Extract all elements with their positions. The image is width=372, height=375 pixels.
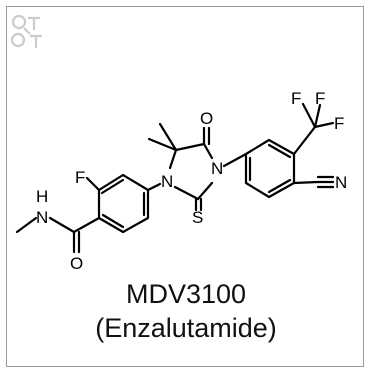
figure-frame bbox=[6, 6, 364, 367]
compound-name: (Enzalutamide) bbox=[95, 313, 277, 343]
atom-label-cf3-f1: F bbox=[291, 89, 301, 108]
n-methyl-bond bbox=[15, 216, 38, 234]
left-benzene-ring bbox=[97, 173, 150, 234]
cf3-f1-bond bbox=[301, 102, 317, 129]
atom-label-ring-n1: N bbox=[161, 172, 173, 191]
atom-label-nh-h: H bbox=[36, 187, 48, 206]
aryl-cf3-bond bbox=[292, 125, 317, 156]
faded-logo-icon bbox=[10, 14, 42, 48]
atom-label-cf3-f2: F bbox=[315, 89, 325, 108]
methyl-a-bond bbox=[147, 137, 178, 152]
aryl-n1-bond bbox=[146, 182, 162, 192]
c4-n3-bond bbox=[202, 142, 214, 160]
n3-aryl-bond bbox=[222, 152, 248, 168]
n1-c5-bond bbox=[168, 148, 178, 170]
atom-label-nitrile-n: N bbox=[335, 173, 347, 192]
aryl-cn-bond bbox=[292, 180, 320, 185]
atom-label-fluoro: F bbox=[75, 168, 85, 187]
atom-label-carbonyl-o: O bbox=[200, 109, 213, 128]
amide-c-n-bond bbox=[48, 216, 76, 234]
c-f-bond bbox=[85, 176, 101, 192]
cf3-f3-bond bbox=[313, 121, 335, 129]
cf3-f2-bond bbox=[313, 103, 322, 129]
atom-label-ring-n3: N bbox=[211, 159, 223, 178]
atom-label-thione-s: S bbox=[192, 208, 203, 227]
atom-label-nh-n: N bbox=[36, 208, 48, 227]
methyl-b-bond bbox=[158, 122, 178, 152]
right-benzene-ring bbox=[244, 138, 296, 199]
atom-label-amide-o: O bbox=[70, 254, 83, 273]
n3-c2-bond bbox=[196, 181, 214, 201]
aryl-carbonyl-bond bbox=[72, 216, 101, 234]
c2-n1-bond bbox=[173, 185, 200, 201]
atom-label-cf3-f3: F bbox=[334, 114, 344, 133]
c5-c4-bond bbox=[174, 142, 206, 152]
compound-code: MDV3100 bbox=[125, 279, 247, 309]
